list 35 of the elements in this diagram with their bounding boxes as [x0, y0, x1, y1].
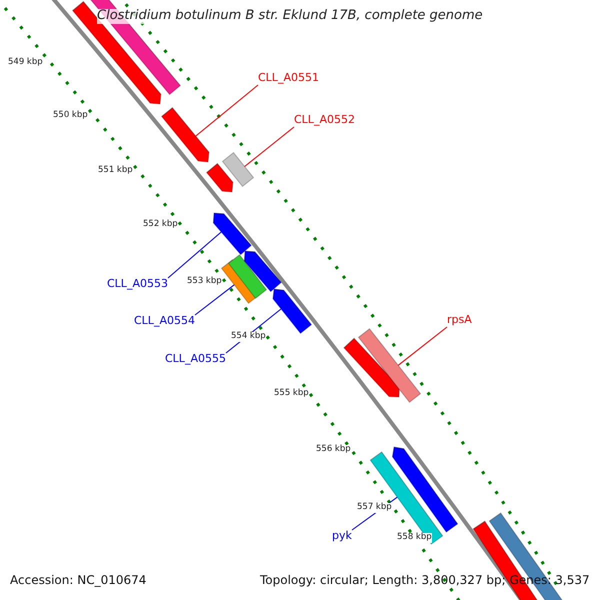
gene-block-pointed [206, 162, 234, 193]
tick-label: 556 kbp [316, 445, 351, 455]
gene-label: rpsA [447, 314, 472, 327]
gene-block-pointed [212, 212, 252, 256]
tick-label: 555 kbp [274, 389, 309, 399]
gene-block [222, 152, 254, 188]
tick-label: 549 kbp [8, 58, 43, 68]
gene-block-pointed [343, 338, 400, 398]
tick-label: 554 kbp [231, 332, 266, 342]
gene-label: CLL_A0552 [294, 114, 355, 127]
gene-block [228, 254, 268, 299]
leader-line [244, 126, 294, 167]
leader-line [194, 284, 235, 316]
genome-summary: Topology: circular; Length: 3,800,327 bp; Genes: 3,537 [260, 574, 590, 588]
gene-block-pointed [272, 288, 312, 334]
leader-line [398, 326, 448, 366]
gene-label: CLL_A0554 [134, 315, 195, 328]
gene-label: pyk [332, 530, 352, 543]
leader-line [168, 232, 222, 278]
gene-label: CLL_A0555 [165, 353, 226, 366]
tick-label: 550 kbp [53, 111, 88, 121]
gene-label: CLL_A0553 [107, 278, 168, 291]
tick-label: 558 kbp [397, 533, 432, 543]
gene-label: CLL_A0551 [258, 72, 319, 85]
accession-text: Accession: NC_010674 [10, 574, 146, 588]
gene-block-pointed [392, 446, 458, 533]
leader-line [195, 84, 258, 136]
tick-label: 552 kbp [143, 220, 178, 230]
gene-block-pointed [160, 106, 210, 163]
tick-label: 553 kbp [187, 277, 222, 287]
tick-label: 551 kbp [98, 166, 133, 176]
map-title: Clostridium botulinum B str. Eklund 17B, complete genome [97, 9, 483, 24]
gene-block [358, 328, 422, 403]
tick-label: 557 kbp [357, 503, 392, 513]
gene-block-pointed [244, 250, 282, 292]
